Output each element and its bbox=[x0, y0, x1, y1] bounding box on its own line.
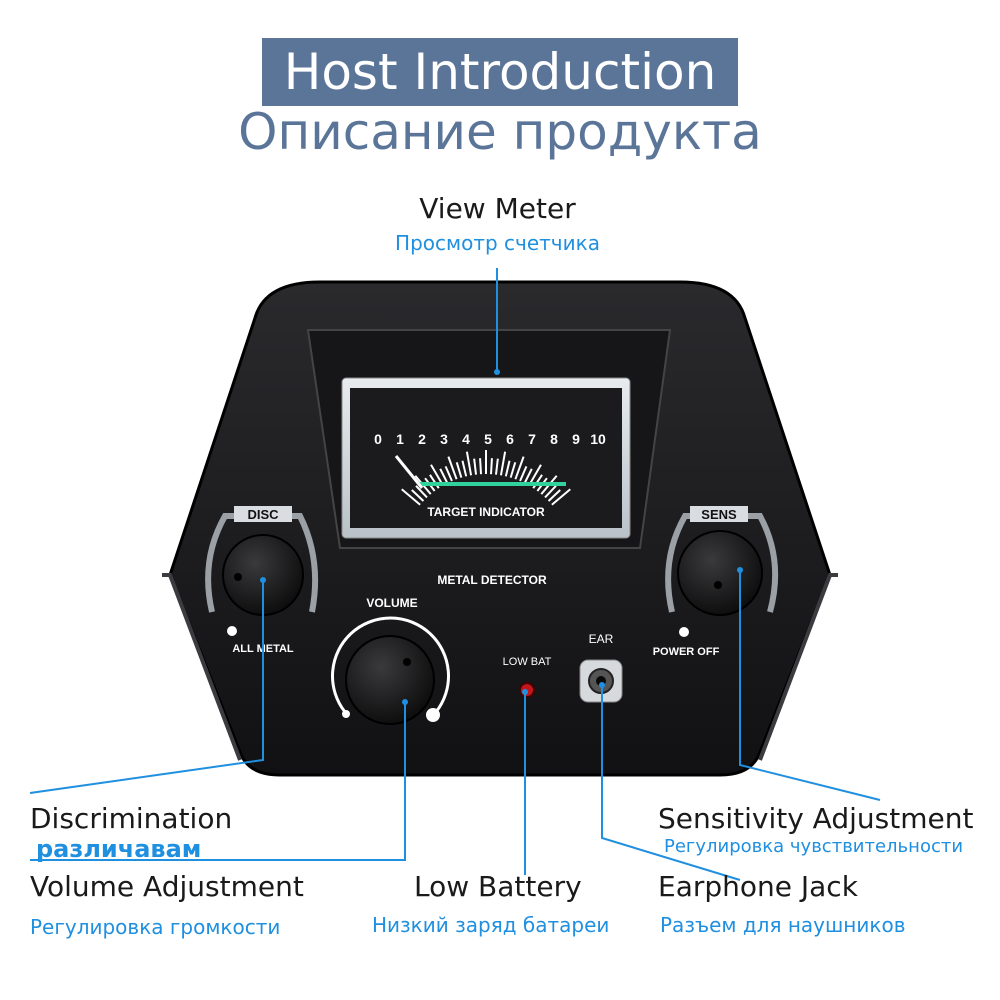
earphone-jack-label: Earphone Jack bbox=[658, 870, 858, 903]
meter-scale-number: 5 bbox=[484, 431, 492, 447]
view-meter-label: View Meter bbox=[419, 192, 576, 225]
meter-scale-number: 10 bbox=[590, 431, 606, 447]
volume-label: VOLUME bbox=[366, 596, 417, 610]
meter-tick bbox=[465, 451, 473, 476]
meter-tick bbox=[523, 468, 533, 484]
low-bat-label: LOW BAT bbox=[503, 656, 552, 668]
meter-tick bbox=[547, 489, 561, 502]
meter-tick bbox=[490, 458, 493, 475]
meter-tick bbox=[479, 458, 482, 475]
volume-adjustment-label-ru: Регулировка громкости bbox=[30, 915, 281, 939]
discrimination-label: Discrimination bbox=[30, 802, 233, 835]
meter-tick bbox=[461, 460, 468, 477]
meter-tick bbox=[415, 485, 428, 499]
sens-label: SENS bbox=[701, 507, 737, 522]
brand-label: METAL DETECTOR bbox=[437, 573, 547, 587]
meter-scale-number: 9 bbox=[572, 431, 580, 447]
view-meter-label-ru: Просмотр счетчика bbox=[395, 231, 600, 255]
disc-label: DISC bbox=[247, 507, 279, 522]
meter-scale-number: 4 bbox=[462, 431, 470, 447]
volume-adjustment-label: Volume Adjustment bbox=[30, 870, 304, 903]
page-subtitle: Описание продукта bbox=[238, 103, 762, 161]
meter-tick bbox=[509, 461, 517, 478]
low-battery-label: Low Battery bbox=[414, 870, 582, 903]
meter-tick bbox=[551, 488, 571, 506]
low-battery-label-ru: Низкий заряд батареи bbox=[372, 913, 610, 937]
meter-tick bbox=[504, 460, 511, 477]
meter-tick bbox=[401, 488, 421, 506]
discrimination-label-ru: различавам bbox=[36, 835, 202, 863]
meter-scale-number: 2 bbox=[418, 431, 426, 447]
meter-scale-number: 3 bbox=[440, 431, 448, 447]
callout-leader-lines bbox=[29, 268, 881, 881]
ear-label: EAR bbox=[589, 632, 614, 646]
meter-tick bbox=[494, 458, 499, 475]
meter-ticks bbox=[401, 450, 571, 506]
meter-tick bbox=[444, 465, 453, 482]
meter-tick bbox=[411, 489, 425, 502]
meter-needle bbox=[394, 455, 424, 489]
sensitivity-adjustment-label-ru: Регулировка чувствительности bbox=[664, 836, 964, 857]
meter-tick bbox=[514, 456, 525, 480]
meter-tick bbox=[439, 468, 449, 484]
meter-tick bbox=[473, 458, 478, 475]
callout-dots bbox=[260, 369, 743, 705]
meter-scale-number: 6 bbox=[506, 431, 514, 447]
meter-tick bbox=[544, 485, 557, 499]
meter-tick bbox=[447, 456, 458, 480]
meter-caption: TARGET INDICATOR bbox=[427, 505, 545, 519]
volume-knob bbox=[345, 635, 435, 725]
meter-tick bbox=[499, 451, 507, 476]
meter-tick bbox=[519, 465, 528, 482]
power-off-label: POWER OFF bbox=[653, 646, 720, 658]
meter-tick bbox=[455, 461, 463, 478]
sensitivity-adjustment-label: Sensitivity Adjustment bbox=[658, 802, 974, 835]
page-title: Host Introduction bbox=[262, 38, 738, 106]
meter-scale-number: 1 bbox=[396, 431, 404, 447]
sens-knob bbox=[677, 530, 763, 616]
meter-scale-number: 0 bbox=[374, 431, 382, 447]
meter-scale-number: 7 bbox=[528, 431, 536, 447]
meter-scale-number: 8 bbox=[550, 431, 558, 447]
earphone-jack-label-ru: Разъем для наушников bbox=[660, 913, 906, 937]
